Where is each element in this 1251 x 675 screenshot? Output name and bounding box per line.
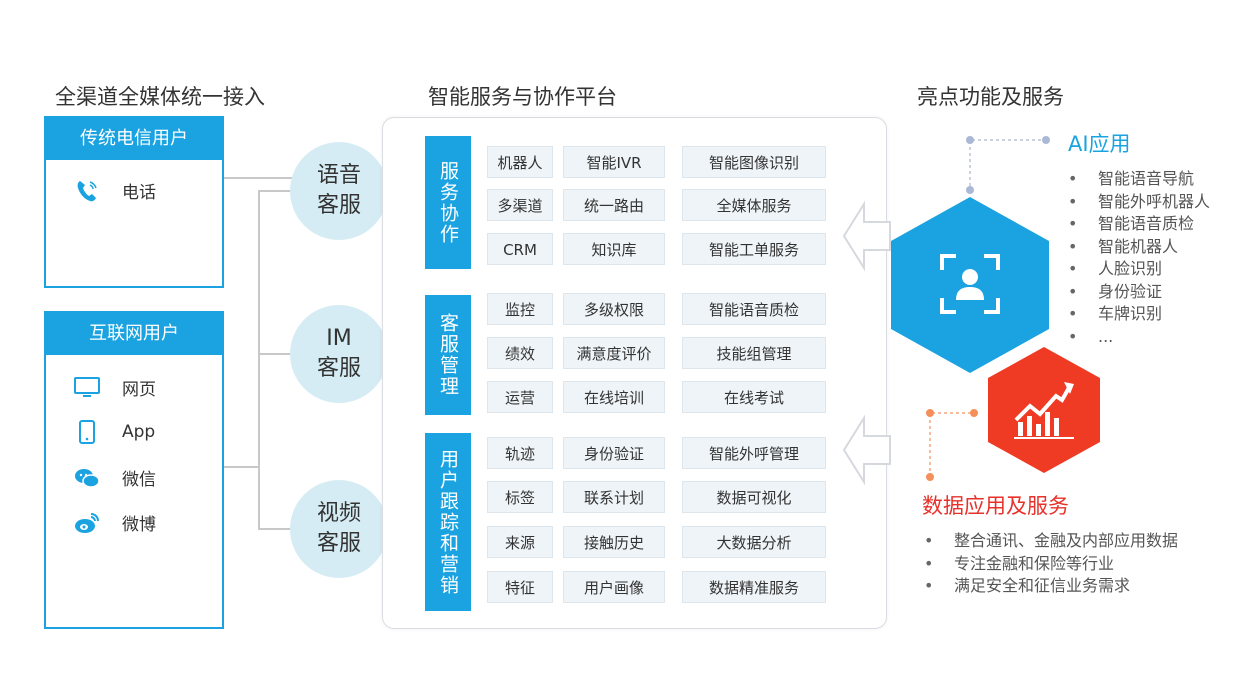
list-item: 车牌识别 bbox=[1068, 303, 1210, 326]
list-item: 满足安全和征信业务需求 bbox=[924, 575, 1178, 598]
phone-icon bbox=[72, 179, 102, 203]
list-item: 智能外呼机器人 bbox=[1068, 191, 1210, 214]
function-cell: 绩效 bbox=[487, 337, 553, 369]
connector-line bbox=[258, 190, 300, 192]
bubble-line: 客服 bbox=[316, 356, 361, 381]
function-cell: 在线培训 bbox=[563, 381, 665, 413]
right-section-title: 亮点功能及服务 bbox=[917, 85, 1064, 109]
connector-line bbox=[258, 528, 300, 530]
arrow-left-icon bbox=[842, 414, 891, 486]
user-channel-app: App bbox=[72, 420, 155, 444]
face-recognition-icon bbox=[940, 254, 1000, 314]
function-cell: 监控 bbox=[487, 293, 553, 325]
channel-label: 电话 bbox=[122, 183, 156, 203]
list-item: ... bbox=[1068, 326, 1210, 349]
function-cell: 标签 bbox=[487, 481, 553, 513]
function-cell: 智能语音质检 bbox=[682, 293, 826, 325]
function-cell: 智能外呼管理 bbox=[682, 437, 826, 469]
group-tab-tracking: 用户跟踪和营销 bbox=[425, 433, 471, 611]
telecom-user-header: 传统电信用户 bbox=[46, 118, 222, 160]
bubble-im-service: IM 客服 bbox=[290, 305, 388, 403]
wechat-icon bbox=[72, 467, 102, 489]
group-tab-service: 服务协作 bbox=[425, 136, 471, 269]
data-service-title: 数据应用及服务 bbox=[922, 494, 1069, 518]
function-cell: 机器人 bbox=[487, 146, 553, 178]
user-channel-weibo: 微博 bbox=[72, 510, 156, 535]
bubble-line: 客服 bbox=[316, 193, 361, 218]
channel-label: 微信 bbox=[122, 470, 156, 490]
internet-user-box: 互联网用户 网页 App 微信 微博 bbox=[44, 311, 224, 629]
function-cell: 轨迹 bbox=[487, 437, 553, 469]
channel-label: App bbox=[122, 422, 156, 442]
bubble-video-service: 视频客服 bbox=[290, 480, 388, 578]
weibo-icon bbox=[72, 512, 102, 534]
connector-line bbox=[258, 353, 300, 355]
arrow-left-icon bbox=[842, 200, 891, 272]
function-cell: 用户画像 bbox=[563, 571, 665, 603]
group-label: 用户跟踪和营销 bbox=[437, 448, 459, 596]
bubble-line: IM bbox=[326, 326, 352, 351]
function-cell: 运营 bbox=[487, 381, 553, 413]
function-cell: 联系计划 bbox=[563, 481, 665, 513]
list-item: 身份验证 bbox=[1068, 281, 1210, 304]
bubble-line: 视频 bbox=[316, 501, 361, 526]
left-section-title: 全渠道全媒体统一接入 bbox=[55, 85, 265, 109]
list-item: 智能机器人 bbox=[1068, 236, 1210, 259]
function-cell: 技能组管理 bbox=[682, 337, 826, 369]
list-item: 人脸识别 bbox=[1068, 258, 1210, 281]
mobile-icon bbox=[72, 420, 102, 444]
ai-title: AI应用 bbox=[1068, 132, 1131, 156]
list-item: 智能语音质检 bbox=[1068, 213, 1210, 236]
chart-growth-icon bbox=[1014, 382, 1074, 439]
user-channel-wechat: 微信 bbox=[72, 465, 156, 490]
function-cell: 来源 bbox=[487, 526, 553, 558]
middle-section-title: 智能服务与协作平台 bbox=[428, 85, 617, 109]
bubble-line: 客服 bbox=[316, 531, 361, 556]
function-cell: 智能图像识别 bbox=[682, 146, 826, 178]
internet-user-header: 互联网用户 bbox=[46, 313, 222, 355]
function-cell: 特征 bbox=[487, 571, 553, 603]
function-cell: CRM bbox=[487, 233, 553, 265]
function-cell: 智能IVR bbox=[563, 146, 665, 178]
function-cell: 多级权限 bbox=[563, 293, 665, 325]
group-label: 客服管理 bbox=[437, 313, 459, 397]
function-cell: 数据可视化 bbox=[682, 481, 826, 513]
connector-line bbox=[258, 190, 260, 530]
function-cell: 身份验证 bbox=[563, 437, 665, 469]
function-cell: 在线考试 bbox=[682, 381, 826, 413]
list-item: 智能语音导航 bbox=[1068, 168, 1210, 191]
function-cell: 智能工单服务 bbox=[682, 233, 826, 265]
bubble-line: 语音 bbox=[316, 163, 361, 188]
data-connector-icon bbox=[926, 409, 978, 481]
function-cell: 数据精准服务 bbox=[682, 571, 826, 603]
channel-label: 微博 bbox=[122, 515, 156, 535]
user-channel-web: 网页 bbox=[72, 375, 156, 400]
function-cell: 统一路由 bbox=[563, 189, 665, 221]
bubble-voice-service: 语音客服 bbox=[290, 142, 388, 240]
ai-connector-icon bbox=[966, 136, 1050, 194]
data-service-list: 整合通讯、金融及内部应用数据 专注金融和保险等行业 满足安全和征信业务需求 bbox=[924, 530, 1178, 598]
group-label: 服务协作 bbox=[437, 160, 459, 245]
group-tab-management: 客服管理 bbox=[425, 295, 471, 415]
channel-label: 网页 bbox=[122, 380, 156, 400]
function-cell: 全媒体服务 bbox=[682, 189, 826, 221]
connector-line bbox=[222, 466, 260, 468]
function-cell: 知识库 bbox=[563, 233, 665, 265]
function-cell: 大数据分析 bbox=[682, 526, 826, 558]
ai-feature-list: 智能语音导航 智能外呼机器人 智能语音质检 智能机器人 人脸识别 身份验证 车牌… bbox=[1068, 168, 1210, 348]
telecom-user-box: 传统电信用户 电话 bbox=[44, 116, 224, 288]
function-cell: 接触历史 bbox=[563, 526, 665, 558]
monitor-icon bbox=[72, 376, 102, 399]
list-item: 整合通讯、金融及内部应用数据 bbox=[924, 530, 1178, 553]
user-channel-phone: 电话 bbox=[72, 178, 156, 203]
connector-line bbox=[222, 177, 300, 179]
function-cell: 满意度评价 bbox=[563, 337, 665, 369]
function-cell: 多渠道 bbox=[487, 189, 553, 221]
list-item: 专注金融和保险等行业 bbox=[924, 553, 1178, 576]
